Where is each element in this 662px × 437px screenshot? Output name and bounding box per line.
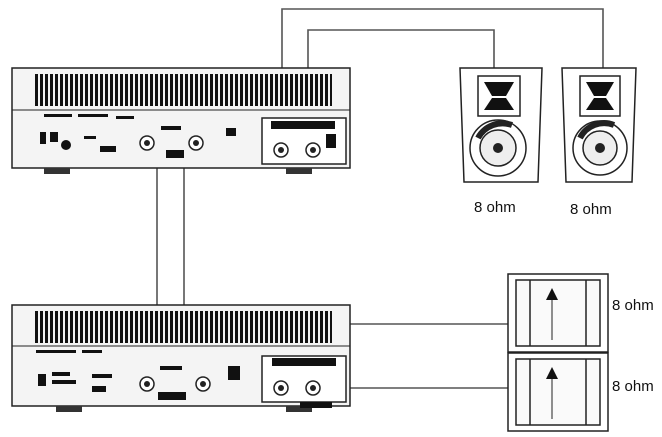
speaker-left [459,67,543,183]
subwoofer-bottom-impedance-label: 8 ohm [612,378,654,395]
subwoofer-bottom-logo [546,367,558,379]
subwoofer-top-logo [546,288,558,300]
amplifier-top [11,67,351,174]
cable-amp1-right-speaker [281,8,604,120]
speaker-left-impedance-label: 8 ohm [474,199,516,216]
speaker-right [561,67,637,183]
speaker-right-impedance-label: 8 ohm [570,201,612,218]
amplifier-top-vents [34,74,332,106]
amplifier-bottom-vents [34,311,332,343]
subwoofer-top-impedance-label: 8 ohm [612,297,654,314]
subwoofer-top [507,273,609,353]
subwoofer-bottom [507,352,609,432]
amplifier-bottom [11,304,351,412]
